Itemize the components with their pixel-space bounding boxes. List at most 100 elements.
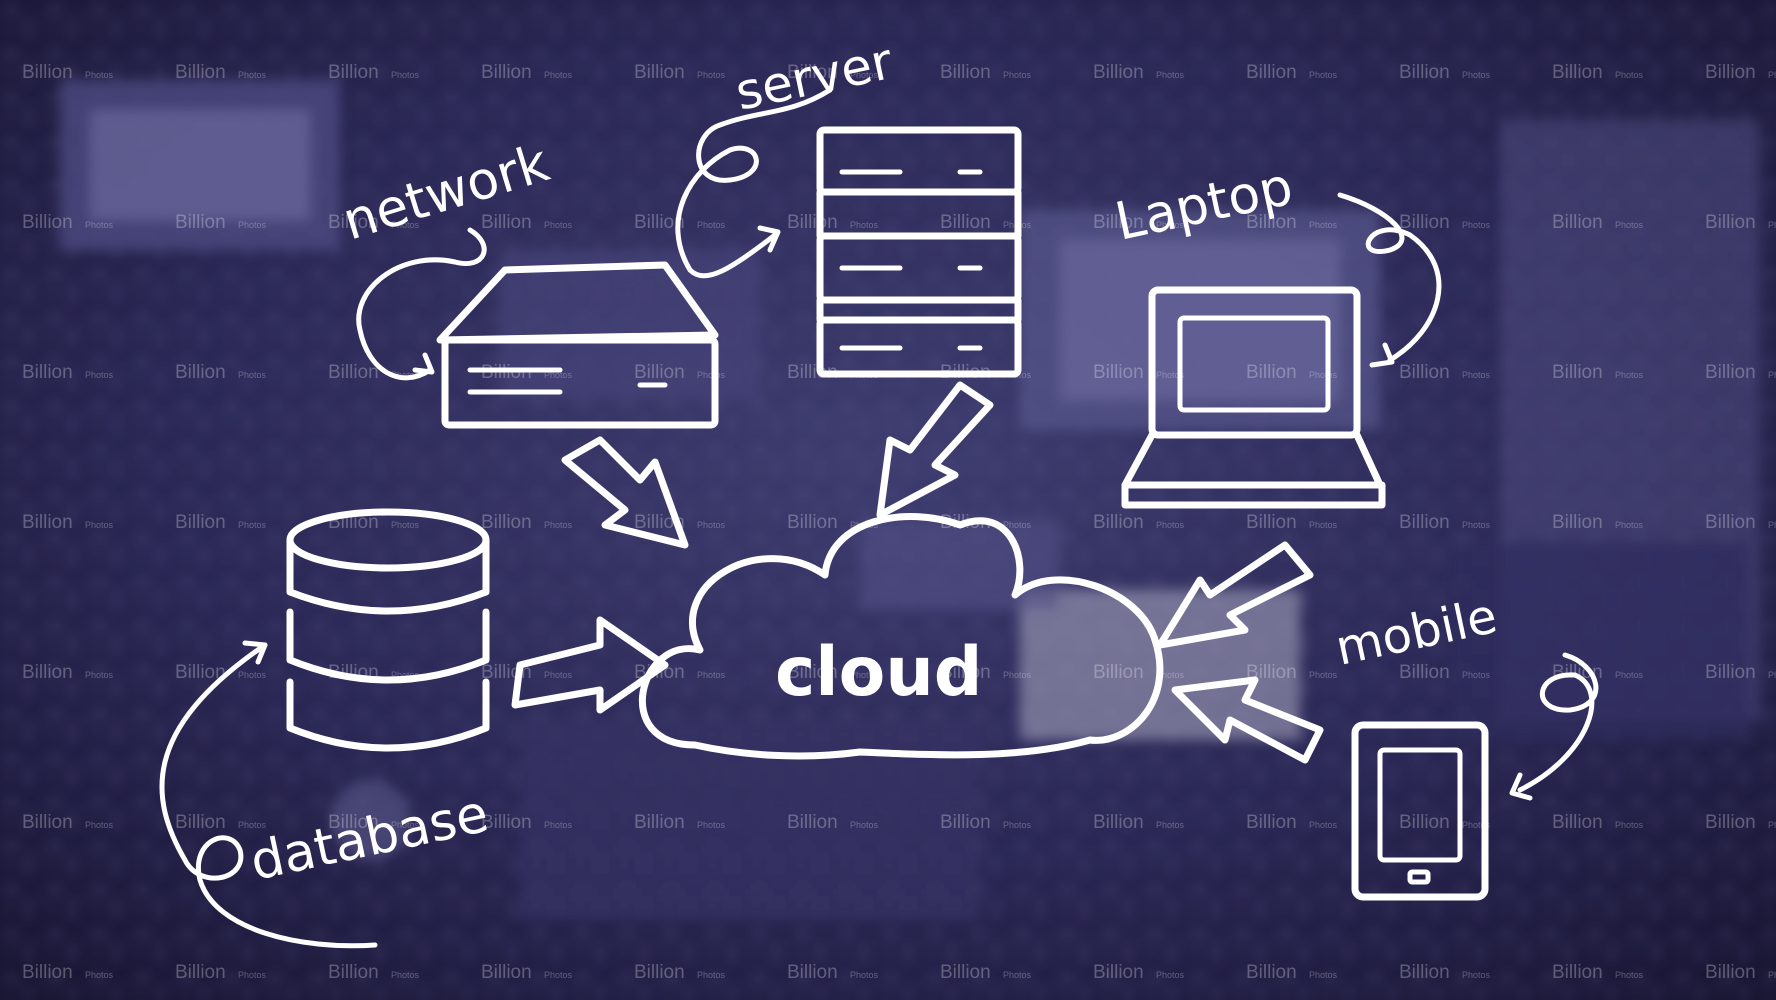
watermark-sub: Photos	[544, 820, 573, 830]
watermark-brand: Billion	[22, 212, 73, 233]
watermark-sub: Photos	[391, 370, 420, 380]
watermark-brand: Billion	[1093, 512, 1144, 533]
watermark-brand: Billion	[1552, 212, 1603, 233]
watermark-brand: Billion	[940, 662, 991, 683]
watermark-sub: Photos	[1462, 370, 1491, 380]
watermark-sub: Photos	[1462, 220, 1491, 230]
watermark-sub: Photos	[1156, 970, 1185, 980]
watermark-brand: Billion	[175, 662, 226, 683]
watermark-sub: Photos	[697, 220, 726, 230]
watermark-sub: Photos	[544, 970, 573, 980]
watermark-brand: Billion	[1705, 362, 1756, 383]
watermark-brand: Billion	[1246, 512, 1297, 533]
watermark-sub: Photos	[1615, 370, 1644, 380]
watermark-sub: Photos	[1768, 70, 1776, 80]
watermark-sub: Photos	[850, 820, 879, 830]
watermark-brand: Billion	[1399, 512, 1450, 533]
watermark-brand: Billion	[22, 362, 73, 383]
watermark-sub: Photos	[1768, 970, 1776, 980]
watermark-brand: Billion	[175, 962, 226, 983]
watermark-brand: Billion	[634, 62, 685, 83]
watermark-sub: Photos	[1156, 820, 1185, 830]
watermark-brand: Billion	[481, 812, 532, 833]
watermark-sub: Photos	[850, 70, 879, 80]
watermark-brand: Billion	[1093, 212, 1144, 233]
server-icon	[816, 126, 1022, 378]
watermark-brand: Billion	[1246, 662, 1297, 683]
watermark-sub: Photos	[1615, 820, 1644, 830]
watermark-brand: Billion	[1399, 212, 1450, 233]
watermark-brand: Billion	[1399, 662, 1450, 683]
watermark-sub: Photos	[544, 670, 573, 680]
arrow-mobile-to-cloud	[1171, 676, 1324, 764]
watermark-brand: Billion	[1093, 962, 1144, 983]
watermark-brand: Billion	[481, 962, 532, 983]
watermark-sub: Photos	[1615, 520, 1644, 530]
watermark-brand: Billion	[1552, 812, 1603, 833]
watermark-sub: Photos	[697, 820, 726, 830]
watermark-brand: Billion	[1705, 62, 1756, 83]
watermark-sub: Photos	[1156, 220, 1185, 230]
watermark-sub: Photos	[1768, 220, 1776, 230]
watermark-brand: Billion	[1093, 662, 1144, 683]
watermark-brand: Billion	[1246, 212, 1297, 233]
watermark-brand: Billion	[22, 812, 73, 833]
watermark-brand: Billion	[1246, 962, 1297, 983]
watermark-brand: Billion	[175, 362, 226, 383]
mobile-icon	[1351, 721, 1489, 901]
watermark-brand: Billion	[1705, 812, 1756, 833]
watermark-sub: Photos	[1462, 820, 1491, 830]
watermark-brand: Billion	[1246, 362, 1297, 383]
watermark-brand: Billion	[940, 212, 991, 233]
watermark-brand: Billion	[1399, 812, 1450, 833]
watermark-sub: Photos	[238, 220, 267, 230]
watermark-sub: Photos	[544, 520, 573, 530]
watermark-sub: Photos	[391, 70, 420, 80]
watermark-brand: Billion	[787, 962, 838, 983]
watermark-sub: Photos	[391, 970, 420, 980]
watermark-brand: Billion	[787, 362, 838, 383]
watermark-sub: Photos	[238, 820, 267, 830]
network-icon	[436, 261, 719, 429]
watermark-sub: Photos	[544, 70, 573, 80]
watermark-brand: Billion	[328, 212, 379, 233]
watermark-sub: Photos	[1309, 220, 1338, 230]
watermark-sub: Photos	[238, 520, 267, 530]
watermark-brand: Billion	[1399, 62, 1450, 83]
watermark-sub: Photos	[1462, 520, 1491, 530]
watermark-brand: Billion	[1705, 212, 1756, 233]
watermark-brand: Billion	[1552, 662, 1603, 683]
watermark-brand: Billion	[787, 812, 838, 833]
watermark-brand: Billion	[787, 212, 838, 233]
watermark-sub: Photos	[697, 370, 726, 380]
watermark-brand: Billion	[328, 812, 379, 833]
watermark-brand: Billion	[22, 62, 73, 83]
watermark-brand: Billion	[940, 812, 991, 833]
watermark-brand: Billion	[1552, 62, 1603, 83]
watermark-sub: Photos	[1003, 970, 1032, 980]
watermark-brand: Billion	[328, 962, 379, 983]
watermark-sub: Photos	[1003, 670, 1032, 680]
watermark-sub: Photos	[391, 220, 420, 230]
watermark-brand: Billion	[22, 662, 73, 683]
watermark-sub: Photos	[238, 70, 267, 80]
watermark-brand: Billion	[1705, 512, 1756, 533]
watermark-sub: Photos	[85, 520, 114, 530]
arrow-server-to-cloud	[876, 381, 994, 519]
watermark-brand: Billion	[787, 512, 838, 533]
watermark-sub: Photos	[850, 670, 879, 680]
watermark-brand: Billion	[1246, 812, 1297, 833]
watermark-sub: Photos	[1615, 220, 1644, 230]
watermark-sub: Photos	[1156, 70, 1185, 80]
watermark-sub: Photos	[544, 220, 573, 230]
watermark-sub: Photos	[1156, 370, 1185, 380]
watermark-sub: Photos	[1615, 70, 1644, 80]
watermark-brand: Billion	[328, 362, 379, 383]
watermark-sub: Photos	[1462, 70, 1491, 80]
watermark-sub: Photos	[391, 820, 420, 830]
curl-server	[675, 87, 833, 279]
watermark-brand: Billion	[22, 512, 73, 533]
